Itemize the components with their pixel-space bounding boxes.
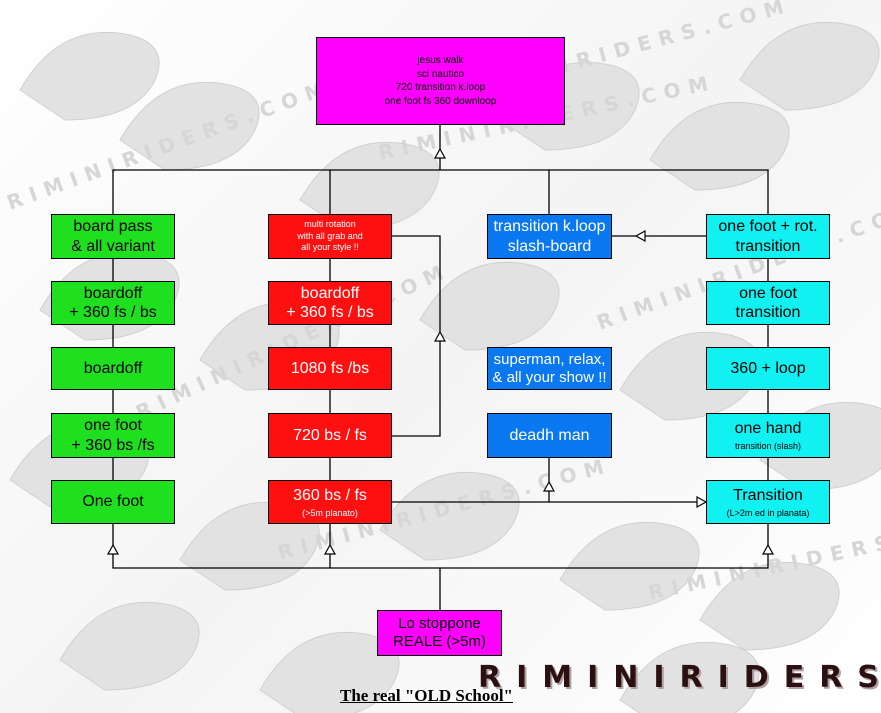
box-subtext: transition (slash)	[734, 441, 802, 452]
green-box-boardoff: boardoff	[51, 347, 175, 390]
arrowhead-icon	[433, 147, 447, 159]
green-box-one-foot-360: one foot + 360 bs /fs	[51, 413, 175, 458]
red-box-720: 720 bs / fs	[268, 413, 392, 458]
box-text: 1080 fs /bs	[290, 359, 370, 377]
watermark-shape	[59, 601, 200, 691]
green-box-boardoff-360: boardoff + 360 fs / bs	[51, 281, 175, 325]
watermark-shape	[649, 101, 790, 191]
brand-logo-text: RIMINIRIDERS.COM	[478, 660, 881, 695]
box-text: + 360 fs / bs	[69, 304, 157, 321]
cyan-box-one-foot-transition: one foot transition	[706, 281, 830, 325]
box-text: superman, relax,	[493, 350, 606, 368]
watermark-shape	[379, 471, 520, 561]
watermark-shape	[739, 21, 880, 111]
box-text: all your style !!	[301, 242, 359, 253]
red-box-boardoff-360: boardoff + 360 fs / bs	[268, 281, 392, 325]
box-text: transition k.loop	[493, 218, 606, 236]
box-text: deadh man	[509, 426, 590, 444]
top-goal-line: 720 transition k.loop	[395, 82, 486, 93]
box-text: REALE (>5m)	[393, 633, 486, 650]
watermark-shape	[699, 561, 840, 651]
box-text: one foot + rot.	[718, 218, 818, 236]
box-text: 360 bs / fs	[293, 486, 367, 504]
box-text: + 360 fs / bs	[286, 304, 374, 321]
blue-box-deadh-man: deadh man	[487, 413, 612, 458]
cyan-box-one-foot-rot: one foot + rot. transition	[706, 214, 830, 259]
top-goal-line: jesus walk	[417, 55, 464, 66]
arrowhead-icon	[542, 480, 556, 492]
watermark-shape	[119, 81, 260, 171]
box-text: board pass	[73, 218, 153, 236]
bottom-start-box: Lo stoppone REALE (>5m)	[377, 610, 502, 656]
arrowhead-icon	[634, 229, 646, 243]
box-text: One foot	[82, 493, 144, 511]
box-text: boardoff	[83, 359, 143, 377]
box-text: 720 bs / fs	[293, 426, 367, 444]
arrowhead-icon	[696, 495, 708, 509]
arrowhead-icon	[323, 543, 337, 555]
red-box-multi-rotation: multi rotation with all grab and all you…	[268, 214, 392, 259]
box-text: & all variant	[71, 237, 155, 255]
watermark-shape	[19, 31, 160, 121]
watermark-shape	[559, 521, 700, 611]
box-text: boardoff	[300, 284, 360, 302]
top-goal-line: sci nautico	[416, 68, 465, 80]
arrowhead-icon	[106, 543, 120, 555]
red-box-360: 360 bs / fs (>5m planato)	[268, 480, 392, 524]
box-subtext: (L>2m ed in planata)	[726, 507, 810, 518]
connector-line	[112, 169, 769, 214]
box-text: one foot	[739, 284, 797, 302]
box-text: slash-board	[507, 237, 592, 255]
cyan-box-360-loop: 360 + loop	[706, 347, 830, 390]
cyan-box-transition: Transition (L>2m ed in planata)	[706, 480, 830, 524]
green-box-board-pass: board pass & all variant	[51, 214, 175, 259]
top-goal-box: jesus walk sci nautico 720 transition k.…	[316, 37, 565, 125]
top-goal-line: one foot fs 360 downloop	[384, 95, 497, 107]
box-text: boardoff	[83, 284, 143, 302]
diagram-caption: The real "OLD School"	[340, 686, 513, 705]
connector-line	[392, 235, 441, 437]
box-text: & all your show !!	[492, 368, 607, 386]
box-text: one hand	[734, 420, 802, 437]
arrowhead-icon	[433, 330, 447, 342]
watermark-shape	[419, 261, 560, 351]
box-text: transition	[735, 237, 801, 255]
box-text: multi rotation	[304, 218, 356, 229]
red-box-1080: 1080 fs /bs	[268, 347, 392, 390]
cyan-box-one-hand: one hand transition (slash)	[706, 413, 830, 458]
box-text: one foot	[84, 417, 142, 435]
arrowhead-icon	[761, 543, 775, 555]
watermark-shape	[619, 641, 760, 713]
box-text: transition	[735, 304, 801, 321]
box-text: 360 + loop	[730, 359, 806, 377]
blue-box-transition-kloop: transition k.loop slash-board	[487, 214, 612, 259]
box-text: + 360 bs /fs	[71, 436, 155, 454]
green-box-one-foot: One foot	[51, 480, 175, 524]
watermark-shape	[299, 141, 440, 231]
box-text: Transition	[733, 486, 803, 504]
box-subtext: (>5m planato)	[302, 507, 358, 518]
blue-box-superman: superman, relax, & all your show !!	[487, 347, 612, 390]
box-text: Lo stoppone	[398, 615, 481, 632]
connector-line	[112, 524, 769, 569]
box-text: with all grab and	[297, 230, 363, 241]
